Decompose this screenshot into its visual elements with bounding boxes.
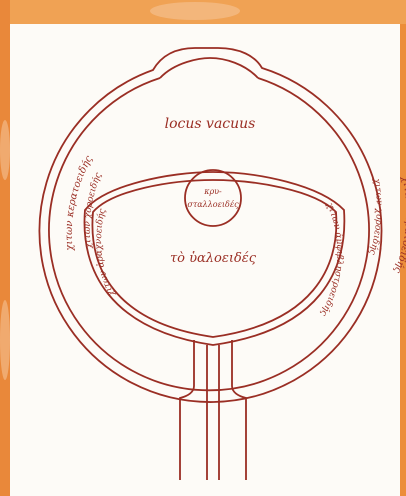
optic-nerve-outer-right bbox=[232, 340, 246, 480]
label-hyaloeides: τὸ ὑαλοειδές bbox=[170, 251, 257, 266]
label-locus-vacuus: locus vacuus bbox=[165, 116, 256, 132]
optic-nerve-outer bbox=[180, 340, 194, 480]
label-lens-line1: κρυ- bbox=[203, 187, 222, 196]
label-lens-line2: σταλλοειδές bbox=[187, 200, 239, 209]
label-chiton-arachnoeides-left: χιτων ἀραχνοειδής bbox=[94, 207, 117, 299]
crystalline-lens bbox=[185, 170, 241, 226]
label-chiton-keratoeides-right: χιτων κερατοειδής bbox=[391, 174, 406, 274]
cornea-inner-arc bbox=[160, 58, 258, 78]
